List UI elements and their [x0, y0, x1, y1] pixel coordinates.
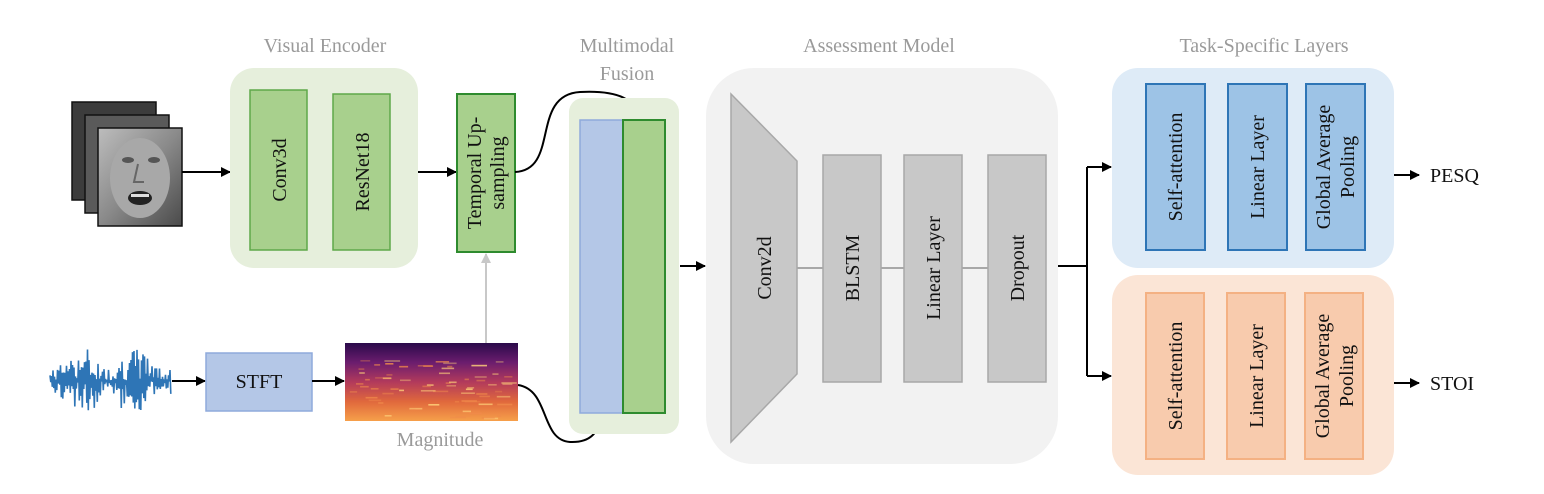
magnitude-label: Magnitude — [397, 429, 484, 451]
conv3d-label: Conv3d — [269, 138, 291, 201]
stoi-self-attention-label: Self-attention — [1165, 322, 1187, 431]
stoi-linear-layer-label: Linear Layer — [1246, 324, 1268, 428]
fusion-title-line1: Multimodal — [580, 35, 675, 57]
spectrogram-image — [345, 343, 518, 421]
pesq-self-attention-block — [1145, 83, 1206, 251]
pesq-gap-label-line2: Pooling — [1337, 136, 1359, 198]
face-frames-image — [71, 101, 183, 227]
dropout-label: Dropout — [1007, 234, 1029, 301]
stoi-gap-block — [1304, 292, 1364, 460]
stoi-gap-label-line2: Pooling — [1336, 345, 1358, 407]
waveform-image — [49, 349, 172, 411]
split-arrows — [1058, 162, 1112, 381]
blstm-block — [822, 154, 882, 383]
stoi-self-attention-block — [1145, 292, 1205, 460]
pesq-gap-label-line1: Global Average — [1313, 105, 1335, 230]
audio-feature-bar — [579, 119, 624, 414]
upsampling-label-line1: Temporal Up- — [464, 117, 486, 229]
upsampling-label-line2: sampling — [487, 136, 509, 209]
conv2d-label: Conv2d — [754, 236, 776, 299]
pesq-output-label: PESQ — [1430, 165, 1479, 187]
stft-label: STFT — [236, 371, 283, 393]
resnet18-block — [332, 93, 391, 251]
assessment-title: Assessment Model — [803, 35, 955, 57]
temporal-upsampling-block — [456, 93, 516, 253]
stft-block — [205, 352, 313, 412]
visual-encoder-title: Visual Encoder — [264, 35, 387, 57]
resnet18-label: ResNet18 — [352, 133, 374, 212]
stoi-output-label: STOI — [1430, 373, 1474, 395]
blstm-label: BLSTM — [842, 234, 864, 301]
stoi-linear-layer-block — [1226, 292, 1286, 460]
dropout-block — [987, 154, 1047, 383]
stoi-gap-label-line1: Global Average — [1312, 314, 1334, 439]
visual-feature-bar — [622, 119, 666, 414]
conv3d-block — [249, 89, 308, 251]
linear-layer-label: Linear Layer — [923, 216, 945, 320]
pesq-self-attention-label: Self-attention — [1165, 113, 1187, 222]
pesq-gap-block — [1305, 83, 1366, 251]
pesq-linear-layer-block — [1227, 83, 1288, 251]
conv2d-block — [730, 92, 798, 444]
task-layers-title: Task-Specific Layers — [1179, 35, 1348, 57]
linear-layer-block — [903, 154, 963, 383]
fusion-title-line2: Fusion — [600, 63, 654, 85]
pesq-linear-layer-label: Linear Layer — [1247, 115, 1269, 219]
